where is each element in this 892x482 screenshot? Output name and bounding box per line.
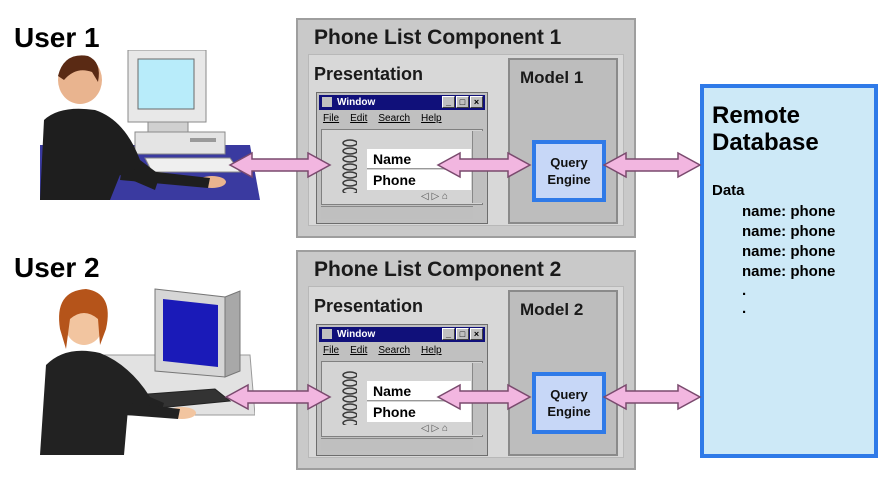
window-menu-icon[interactable] (322, 329, 332, 339)
window-title: Window (337, 329, 376, 340)
component-title: Phone List Component 2 (314, 258, 562, 281)
query-to-database-arrow (602, 383, 702, 411)
model-label: Model 2 (520, 300, 584, 319)
window-titlebar: Window _ □ × (319, 327, 485, 342)
menu-edit[interactable]: Edit (350, 345, 368, 356)
menu-file[interactable]: File (323, 345, 340, 356)
presentation-to-query-arrow (436, 151, 532, 179)
record-row: name: phone (742, 223, 836, 240)
ellipsis-dot: . (742, 300, 747, 317)
window-menubar: File Edit Search Help (323, 113, 453, 124)
record-row: name: phone (742, 243, 836, 260)
user-to-presentation-arrow (228, 151, 332, 179)
presentation-label: Presentation (314, 64, 424, 84)
model-label: Model 1 (520, 68, 584, 87)
window-menubar: File Edit Search Help (323, 345, 453, 356)
query-engine-line2: Engine (547, 172, 591, 187)
user-1-label: User 1 (14, 22, 100, 53)
menu-edit[interactable]: Edit (350, 113, 368, 124)
query-engine-line2: Engine (547, 404, 591, 419)
spiral-binding-icon (342, 371, 357, 425)
navigation-icon[interactable]: ◁ ▷ ⌂ (421, 191, 448, 202)
maximize-icon[interactable]: □ (456, 328, 469, 340)
user-to-presentation-arrow (224, 383, 332, 411)
phone-field[interactable]: Phone (367, 170, 471, 190)
window-menu-icon[interactable] (322, 97, 332, 107)
ellipsis-dot: . (742, 282, 747, 299)
user-2-label: User 2 (14, 252, 100, 283)
horizontal-scrollbar[interactable] (321, 438, 473, 451)
menu-search[interactable]: Search (378, 345, 411, 356)
spiral-binding-icon (342, 139, 357, 193)
phone-list-component-1: Phone List Component 1 Presentation Wind… (296, 18, 636, 238)
maximize-icon[interactable]: □ (456, 96, 469, 108)
menu-file[interactable]: File (323, 113, 340, 124)
query-engine-line1: Query (550, 155, 588, 170)
minimize-icon[interactable]: _ (442, 96, 455, 108)
user-2-illustration (40, 288, 255, 455)
query-to-database-arrow (602, 151, 702, 179)
remote-database-title: Remote Database (712, 102, 819, 156)
presentation-to-query-arrow (436, 383, 532, 411)
remote-title-line1: Remote (712, 102, 801, 129)
presentation-label: Presentation (314, 296, 424, 316)
menu-search[interactable]: Search (378, 113, 411, 124)
user-1-illustration (40, 50, 260, 200)
component-title: Phone List Component 1 (314, 26, 562, 49)
horizontal-scrollbar[interactable] (321, 206, 473, 219)
window-titlebar: Window _ □ × (319, 95, 485, 110)
record-list: name: phone name: phone name: phone name… (742, 202, 835, 318)
close-icon[interactable]: × (470, 328, 483, 340)
minimize-icon[interactable]: _ (442, 328, 455, 340)
navigation-icon[interactable]: ◁ ▷ ⌂ (421, 423, 448, 434)
record-row: name: phone (742, 203, 836, 220)
query-engine-line1: Query (550, 387, 588, 402)
close-icon[interactable]: × (470, 96, 483, 108)
menu-help[interactable]: Help (421, 345, 442, 356)
phone-field[interactable]: Phone (367, 402, 471, 422)
record-row: name: phone (742, 263, 836, 280)
window-title: Window (337, 97, 376, 108)
remote-database-box: Remote Database Data name: phone name: p… (700, 84, 878, 458)
menu-help[interactable]: Help (421, 113, 442, 124)
phone-list-component-2: Phone List Component 2 Presentation Wind… (296, 250, 636, 470)
remote-title-line2: Database (712, 129, 819, 156)
data-label: Data (712, 182, 745, 199)
